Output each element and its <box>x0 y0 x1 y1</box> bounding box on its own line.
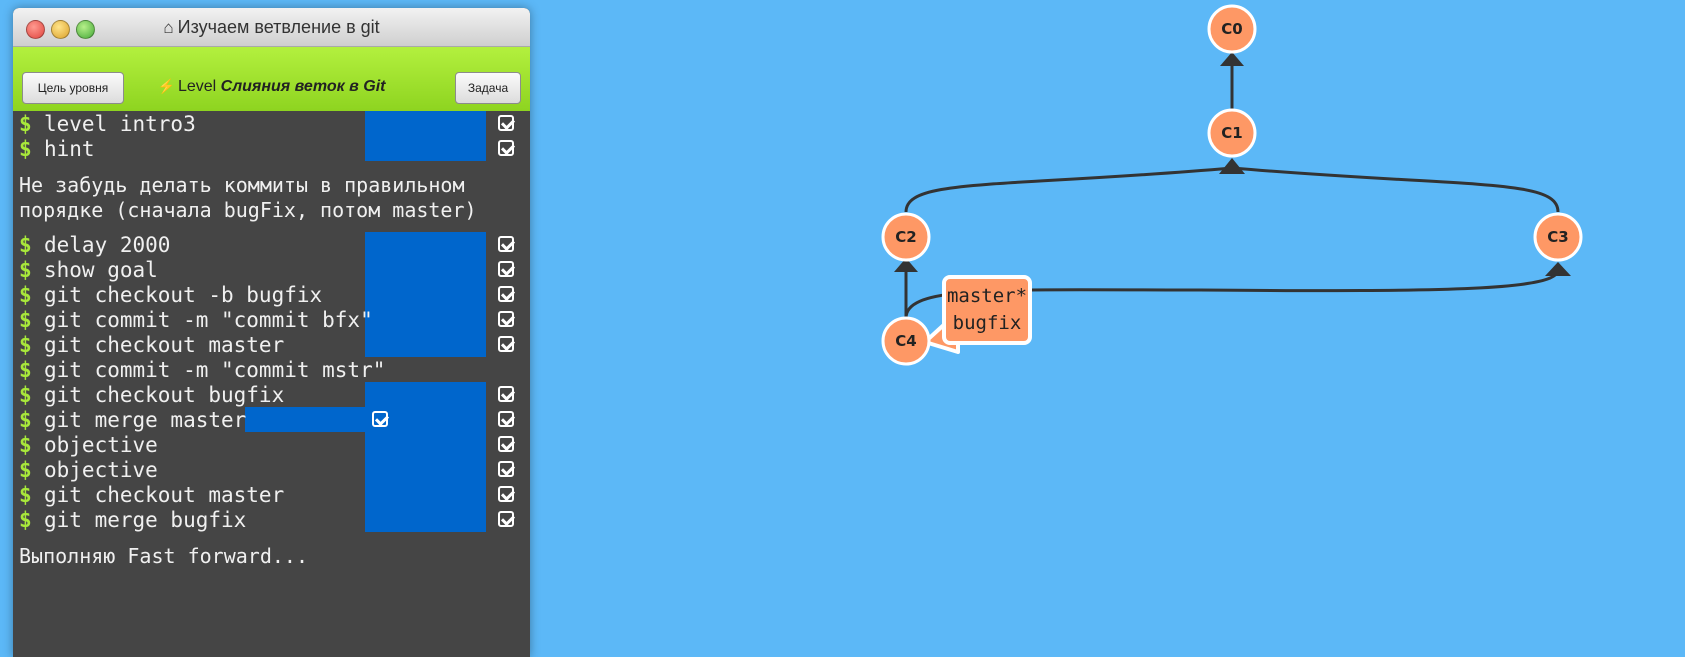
window-title-text: Изучаем ветвление в git <box>177 17 380 37</box>
prompt-symbol: $ <box>19 137 32 161</box>
level-prefix: Level <box>177 78 217 95</box>
checkbox-icon <box>498 411 514 427</box>
commit-label: C3 <box>1547 228 1568 246</box>
history-command: delay 2000 <box>44 233 171 257</box>
arrowhead-c1 <box>1219 158 1245 174</box>
home-icon: ⌂ <box>163 18 174 37</box>
checkbox-icon <box>498 286 514 302</box>
prompt-symbol: $ <box>19 283 32 307</box>
edge-c3-c1 <box>1231 166 1560 213</box>
terminal: $ level intro3 $ hint Не забудь делать ком… <box>13 111 530 657</box>
checkbox-icon <box>498 461 514 477</box>
status-message: Выполняю Fast forward... <box>19 544 308 568</box>
hint-message-line: порядке (сначала bugFix, потом master) <box>19 198 477 222</box>
prompt-symbol: $ <box>19 333 32 357</box>
prompt-symbol: $ <box>19 233 32 257</box>
checkbox-icon <box>498 436 514 452</box>
commit-label: C1 <box>1221 124 1242 142</box>
checkbox-icon <box>498 511 514 527</box>
minimize-icon[interactable] <box>51 20 70 39</box>
commit-c0[interactable]: C0 <box>1207 4 1257 54</box>
checkbox-icon <box>498 261 514 277</box>
window-title: ⌂Изучаем ветвление в git <box>13 17 530 38</box>
checkbox-icon <box>498 140 514 156</box>
history-command: objective <box>44 458 158 482</box>
task-button[interactable]: Задача <box>455 72 521 104</box>
arrowhead-c3 <box>1545 262 1571 276</box>
history-command: git checkout bugfix <box>44 383 285 407</box>
prompt-symbol: $ <box>19 408 32 432</box>
prompt-symbol: $ <box>19 483 32 507</box>
commit-c3[interactable]: C3 <box>1533 212 1583 262</box>
branch-name-bugfix: bugfix <box>952 312 1022 334</box>
level-title: ⚡Level Слияния веток в Git <box>13 78 530 96</box>
commit-c4[interactable]: C4 <box>881 316 931 366</box>
commit-label: C0 <box>1221 20 1242 38</box>
commit-label: C2 <box>895 228 916 246</box>
level-name: Слияния веток в Git <box>220 78 386 95</box>
edge-c4-c3 <box>904 269 1560 319</box>
history-command: level intro3 <box>44 112 196 136</box>
command-highlight <box>245 407 365 432</box>
history-command: git commit -m "commit bfx" <box>44 308 373 332</box>
checkbox-icon <box>498 236 514 252</box>
command-highlight <box>365 382 486 532</box>
command-highlight <box>365 111 486 161</box>
history-command: show goal <box>44 258 158 282</box>
checkbox-icon <box>372 411 388 427</box>
branch-name-master: master* <box>946 285 1028 307</box>
close-icon[interactable] <box>26 20 45 39</box>
sandbox-window: ⌂Изучаем ветвление в git Цель уровня ⚡Le… <box>13 8 530 657</box>
checkbox-icon <box>498 336 514 352</box>
prompt-symbol: $ <box>19 433 32 457</box>
prompt-symbol: $ <box>19 383 32 407</box>
command-highlight <box>365 232 486 357</box>
maximize-icon[interactable] <box>76 20 95 39</box>
history-command: git commit -m "commit mstr" <box>44 358 386 382</box>
history-command: git merge master <box>44 408 247 432</box>
history-command: git checkout master <box>44 333 285 357</box>
history-command: git checkout -b bugfix <box>44 283 323 307</box>
prompt-symbol: $ <box>19 458 32 482</box>
checkbox-icon <box>498 311 514 327</box>
prompt-symbol: $ <box>19 112 32 136</box>
arrowhead-c0 <box>1220 52 1244 66</box>
history-command: git checkout master <box>44 483 285 507</box>
title-bar: ⌂Изучаем ветвление в git <box>13 8 530 47</box>
checkbox-icon <box>498 115 514 131</box>
bolt-icon: ⚡ <box>157 78 175 94</box>
commit-c1[interactable]: C1 <box>1207 108 1257 158</box>
arrowhead-c2 <box>894 258 918 272</box>
checkbox-icon <box>498 386 514 402</box>
history-command: objective <box>44 433 158 457</box>
branch-label[interactable]: master* bugfix <box>942 275 1032 345</box>
level-bar: Цель уровня ⚡Level Слияния веток в Git З… <box>13 47 530 111</box>
commit-c2[interactable]: C2 <box>881 212 931 262</box>
history-command: hint <box>44 137 95 161</box>
hint-message-line: Не забудь делать коммиты в правильном <box>19 173 465 197</box>
prompt-symbol: $ <box>19 508 32 532</box>
history-command: git merge bugfix <box>44 508 247 532</box>
goal-button[interactable]: Цель уровня <box>22 72 124 104</box>
prompt-symbol: $ <box>19 258 32 282</box>
checkbox-icon <box>498 486 514 502</box>
commit-label: C4 <box>895 332 916 350</box>
edge-c2-c1 <box>904 166 1233 213</box>
prompt-symbol: $ <box>19 358 32 382</box>
prompt-symbol: $ <box>19 308 32 332</box>
